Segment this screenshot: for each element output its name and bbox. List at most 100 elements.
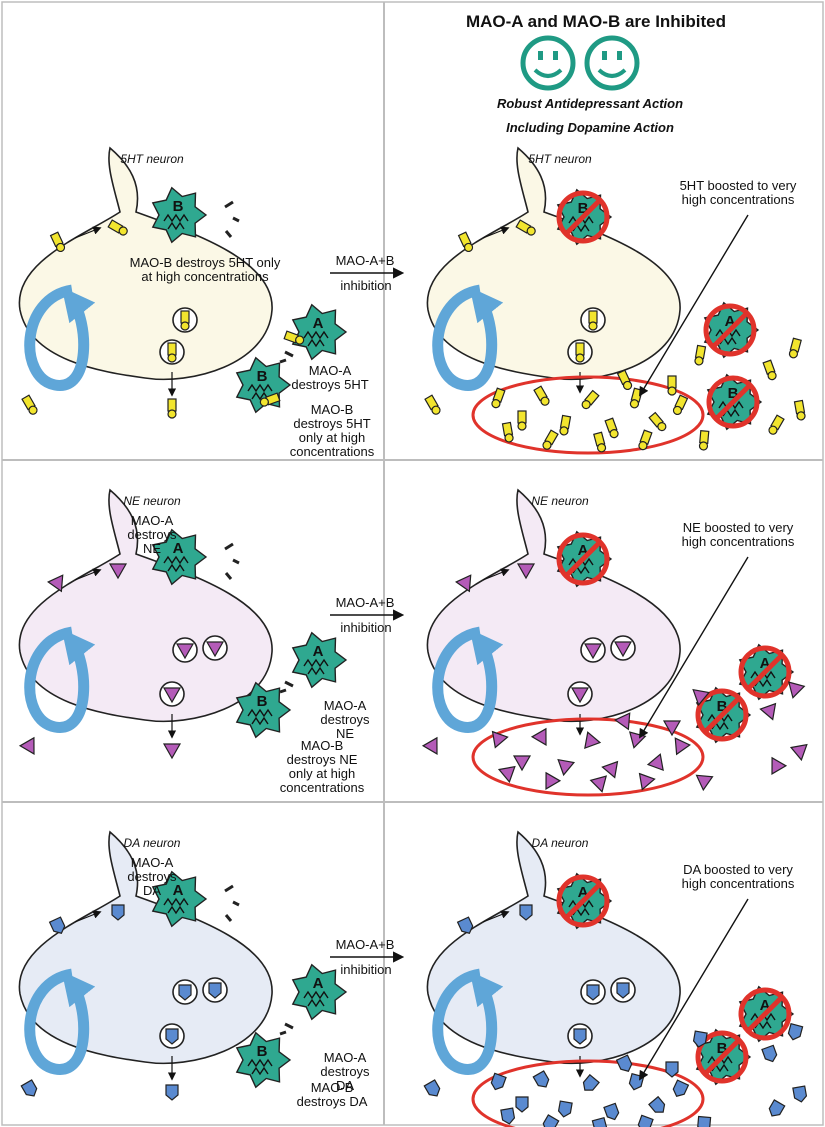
synaptic-cleft-highlight	[471, 717, 705, 797]
norepinephrine-molecule-icon	[614, 712, 631, 731]
serotonin-molecule-icon	[515, 219, 536, 236]
no-symbol-slash	[703, 1038, 741, 1076]
note-line: NE	[143, 541, 161, 556]
smiley-left-icon	[520, 35, 576, 91]
serotonin-molecule-icon	[616, 369, 633, 391]
norepinephrine-molecule-icon	[421, 736, 438, 755]
no-symbol-slash	[564, 540, 602, 578]
enzyme-coil	[163, 213, 189, 231]
serotonin-molecule-icon	[593, 431, 607, 453]
mao-a-note-line: MAO-A	[324, 1050, 367, 1065]
molecule-head	[767, 371, 777, 381]
synthesis-arrow	[482, 226, 510, 239]
serotonin-molecule-icon	[259, 392, 281, 407]
fragment-marks	[224, 884, 240, 922]
dopamine-molecule-icon	[456, 916, 474, 934]
norepinephrine-molecule-icon	[491, 730, 509, 749]
molecule-head	[295, 335, 305, 345]
dopamine-molecule-icon	[792, 1085, 808, 1103]
dopamine-molecule-icon	[591, 1116, 608, 1127]
no-symbol-slash	[746, 995, 784, 1033]
enzyme-letter: B	[717, 698, 728, 715]
norepinephrine-molecule-icon	[497, 765, 516, 784]
enzyme-letter: A	[313, 975, 324, 992]
enzyme-shape	[235, 681, 292, 739]
inhibition-arrow-label-2: inhibition	[340, 962, 391, 977]
serotonin-molecule-icon	[575, 342, 585, 363]
enzyme-letter: B	[717, 1040, 728, 1057]
neuron-label: 5HT neuron	[120, 152, 184, 166]
dopamine-molecule-icon	[697, 1115, 712, 1127]
dopamine-molecule-icon	[761, 1044, 778, 1063]
molecule-head	[504, 433, 514, 443]
mao-b-note-line: MAO-B	[301, 738, 344, 753]
dopamine-molecule-icon	[582, 1073, 600, 1091]
mao-b-note-line: destroys 5HT	[293, 416, 370, 431]
enzyme-letter: A	[760, 997, 771, 1014]
no-symbol-icon	[556, 874, 610, 928]
molecule-body	[167, 342, 177, 356]
serotonin-molecule-icon	[559, 414, 572, 436]
boost-note-line: 5HT boosted to very	[680, 178, 797, 193]
enzyme-shape	[235, 1031, 292, 1089]
norepinephrine-molecule-icon	[108, 563, 128, 580]
dopamine-molecule-icon	[165, 1028, 179, 1045]
molecule-body	[167, 398, 177, 412]
enzyme-letter: A	[313, 315, 324, 332]
serotonin-molecule-icon	[501, 421, 514, 443]
boost-note-line: high concentrations	[682, 534, 795, 549]
enzyme-shape	[291, 963, 348, 1021]
reuptake-cycle-arrow-icon	[24, 626, 96, 733]
no-symbol-icon	[556, 532, 610, 586]
serotonin-molecule-icon	[167, 398, 177, 419]
dopamine-molecule-icon	[208, 982, 222, 999]
molecule-body	[699, 430, 710, 444]
no-symbol-icon	[695, 688, 749, 742]
header-title: MAO-A and MAO-B are Inhibited	[466, 12, 726, 31]
molecule-head	[559, 426, 569, 436]
dopamine-molecule-icon	[542, 1114, 560, 1127]
inhibition-arrow-label-1: MAO-A+B	[336, 253, 395, 268]
fragment-marks	[279, 350, 294, 364]
molecule-head	[575, 353, 585, 363]
molecule-body	[575, 342, 585, 356]
no-symbol-icon	[706, 375, 760, 429]
enzyme-coil	[163, 555, 189, 573]
enzyme-letter: A	[725, 313, 736, 330]
molecule-head	[542, 440, 552, 450]
molecule-head	[768, 425, 778, 435]
enzyme-letter: A	[578, 884, 589, 901]
serotonin-molecule-icon	[21, 394, 38, 415]
norepinephrine-molecule-icon	[789, 743, 808, 762]
reuptake-cycle-arrow-icon	[432, 284, 504, 391]
serotonin-molecule-icon	[167, 342, 177, 363]
enzyme-mao-a-extracellular: A	[291, 963, 348, 1021]
dopamine-molecule-icon	[616, 982, 630, 999]
norepinephrine-molecule-icon	[162, 687, 182, 704]
dopamine-molecule-icon	[586, 984, 600, 1001]
reuptake-cycle-arrow-icon	[432, 968, 504, 1075]
serotonin-molecule-icon	[768, 414, 785, 435]
molecule-head	[622, 380, 633, 391]
mao-a-note-line: MAO-A	[309, 363, 352, 378]
serotonin-molecule-icon	[49, 231, 66, 253]
reuptake-cycle-arrow-icon	[24, 284, 96, 391]
enzyme-mao-b-extracellular: B	[235, 1031, 292, 1089]
molecule-head	[581, 399, 591, 410]
enzyme-letter: B	[578, 200, 589, 217]
mao-a-note-line: NE	[336, 726, 354, 741]
serotonin-molecule-icon	[604, 417, 619, 439]
norepinephrine-molecule-icon	[530, 727, 547, 746]
enzyme-letter: A	[173, 882, 184, 899]
norepinephrine-molecule-icon	[583, 643, 603, 660]
no-symbol-slash	[714, 383, 752, 421]
inhibition-arrow-label-1: MAO-A+B	[336, 937, 395, 952]
dopamine-molecule-icon	[515, 1096, 529, 1113]
fragment-marks	[279, 1022, 294, 1036]
norepinephrine-molecule-icon	[557, 758, 576, 777]
boost-note-line: high concentrations	[682, 876, 795, 891]
